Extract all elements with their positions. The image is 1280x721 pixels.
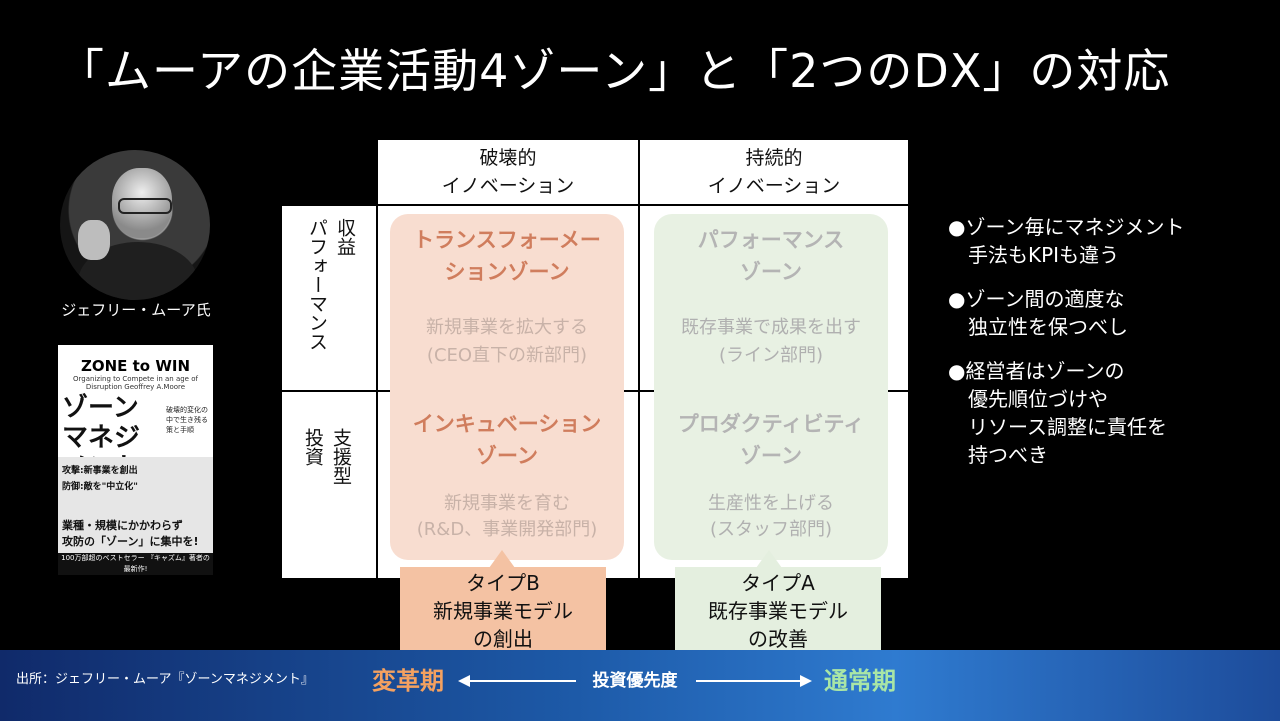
callout-typeB-line3: の創出 — [473, 627, 533, 651]
bullet-2-line1: ●ゾーン間の適度な — [948, 287, 1125, 311]
header-disruptive-line2: イノベーション — [441, 175, 575, 197]
arrow-right-icon — [800, 675, 812, 687]
book-line-4: 攻防の「ゾーン」に集中を! — [62, 535, 199, 548]
performance-sub-2: (ライン部門) — [718, 345, 824, 366]
arrow-left-line — [468, 680, 576, 682]
arrow-right-line — [696, 680, 802, 682]
callout-typeB-line2: 新規事業モデル — [433, 599, 573, 623]
productivity-title-2: ゾーン — [740, 444, 802, 468]
investment-priority-label: 投資優先度 — [592, 671, 678, 691]
productivity-sub-1: 生産性を上げる — [708, 493, 834, 514]
era-normal: 通常期 — [824, 667, 896, 695]
transformation-title-1: トランスフォーメー — [413, 228, 601, 252]
zone-column-sustaining — [654, 214, 888, 560]
header-sustaining-line2: イノベーション — [707, 175, 841, 197]
row-label-revenue-1: 収益 — [334, 218, 356, 256]
bullet-1-line1: ●ゾーン毎にマネジメント — [948, 215, 1185, 239]
book-title: ZONE to WIN — [80, 357, 191, 375]
zone-incubation: インキュベーション ゾーン 新規事業を育む (R&D、事業開発部門) — [390, 392, 624, 560]
book-line-3: 業種・規模にかかわらず — [62, 519, 183, 532]
incubation-sub-1: 新規事業を育む — [444, 493, 570, 514]
header-disruptive: 破壊的 イノベーション — [378, 144, 638, 202]
matrix-hline-1 — [282, 204, 908, 206]
callout-typeA-line3: の改善 — [748, 627, 808, 651]
incubation-title-2: ゾーン — [476, 444, 538, 468]
book-main-line1: ゾーン — [62, 393, 139, 423]
book-line-1: 攻撃:新事業を創出 — [62, 466, 138, 476]
performance-sub-1: 既存事業で成果を出す — [681, 317, 861, 338]
matrix-vline-1 — [376, 140, 378, 578]
bullet-item: ●ゾーン間の適度な 独立性を保つべし — [948, 285, 1268, 341]
row-label-revenue-2: パフォーマンス — [306, 218, 328, 351]
zone-productivity: プロダクティビティ ゾーン 生産性を上げる (スタッフ部門) — [654, 392, 888, 560]
bullet-3-line4: 持つべき — [968, 443, 1048, 467]
book-line-2: 防御:敵を"中立化" — [62, 482, 138, 492]
matrix-vline-2 — [638, 140, 640, 578]
row-label-support-1: 支援型 — [330, 428, 352, 485]
book-cover: ZONE to WIN Organizing to Compete in an … — [58, 345, 213, 575]
row-label-support-2: 投資 — [302, 428, 324, 466]
bullet-2-line2: 独立性を保つべし — [968, 315, 1128, 339]
incubation-title-1: インキュベーション — [412, 412, 602, 436]
bullet-item: ●ゾーン毎にマネジメント 手法もKPIも違う — [948, 213, 1268, 269]
callout-typeA: タイプA 既存事業モデル の改善 — [675, 567, 881, 655]
header-sustaining-line1: 持続的 — [745, 147, 803, 169]
photo-hand — [78, 220, 110, 260]
bullet-item: ●経営者はゾーンの 優先順位づけや リソース調整に責任を 持つべき — [948, 357, 1268, 469]
performance-title-2: ゾーン — [740, 260, 802, 284]
slide-title: 「ムーアの企業活動4ゾーン」と「2つのDX」の対応 — [58, 44, 1171, 98]
productivity-title-1: プロダクティビティ — [677, 412, 865, 436]
book-subtitle: Organizing to Compete in an age of Disru… — [73, 375, 198, 391]
book-side-text: 破壊的変化の中で生き残る策と手順 — [166, 406, 208, 434]
bullet-3-line1: ●経営者はゾーンの — [948, 359, 1125, 383]
header-disruptive-line1: 破壊的 — [479, 147, 537, 169]
era-transformation: 変革期 — [372, 667, 444, 695]
matrix-corner — [282, 140, 376, 204]
bullet-list: ●ゾーン毎にマネジメント 手法もKPIも違う ●ゾーン間の適度な 独立性を保つべ… — [948, 213, 1268, 485]
geoffrey-moore-photo — [60, 150, 210, 300]
callout-typeB-line1: タイプB — [466, 571, 540, 595]
zone-matrix: 破壊的 イノベーション 持続的 イノベーション 収益 パフォーマンス 支援型 投… — [282, 140, 908, 578]
callout-typeA-pointer — [756, 550, 782, 568]
zone-performance: パフォーマンス ゾーン 既存事業で成果を出す (ライン部門) — [654, 214, 888, 390]
zone-transformation: トランスフォーメー ションゾーン 新規事業を拡大する (CEO直下の新部門) — [390, 214, 624, 390]
transformation-sub-2: (CEO直下の新部門) — [426, 345, 588, 366]
bullet-3-line3: リソース調整に責任を — [968, 415, 1167, 439]
arrow-left-icon — [458, 675, 470, 687]
bullet-1-line2: 手法もKPIも違う — [968, 243, 1120, 267]
productivity-sub-2: (スタッフ部門) — [709, 519, 833, 540]
callout-typeB-pointer — [489, 550, 515, 568]
source-citation: 出所：ジェフリー・ムーア『ゾーンマネジメント』 — [16, 672, 314, 687]
zone-column-disruptive — [390, 214, 624, 560]
callout-typeA-line2: 既存事業モデル — [708, 599, 848, 623]
bullet-3-line2: 優先順位づけや — [968, 387, 1108, 411]
transformation-sub-1: 新規事業を拡大する — [426, 317, 588, 338]
header-sustaining: 持続的 イノベーション — [640, 144, 908, 202]
photo-caption: ジェフリー・ムーア氏 — [61, 301, 211, 319]
incubation-sub-2: (R&D、事業開発部門) — [416, 519, 598, 540]
performance-title-1: パフォーマンス — [697, 228, 845, 252]
footer-bar — [0, 650, 1280, 721]
callout-typeB: タイプB 新規事業モデル の創出 — [400, 567, 606, 655]
transformation-title-2: ションゾーン — [444, 260, 570, 284]
photo-glasses — [118, 198, 172, 214]
callout-typeA-line1: タイプA — [741, 571, 815, 595]
book-footer: 100万部超のベストセラー 『キャズム』著者の最新作! — [58, 553, 213, 575]
